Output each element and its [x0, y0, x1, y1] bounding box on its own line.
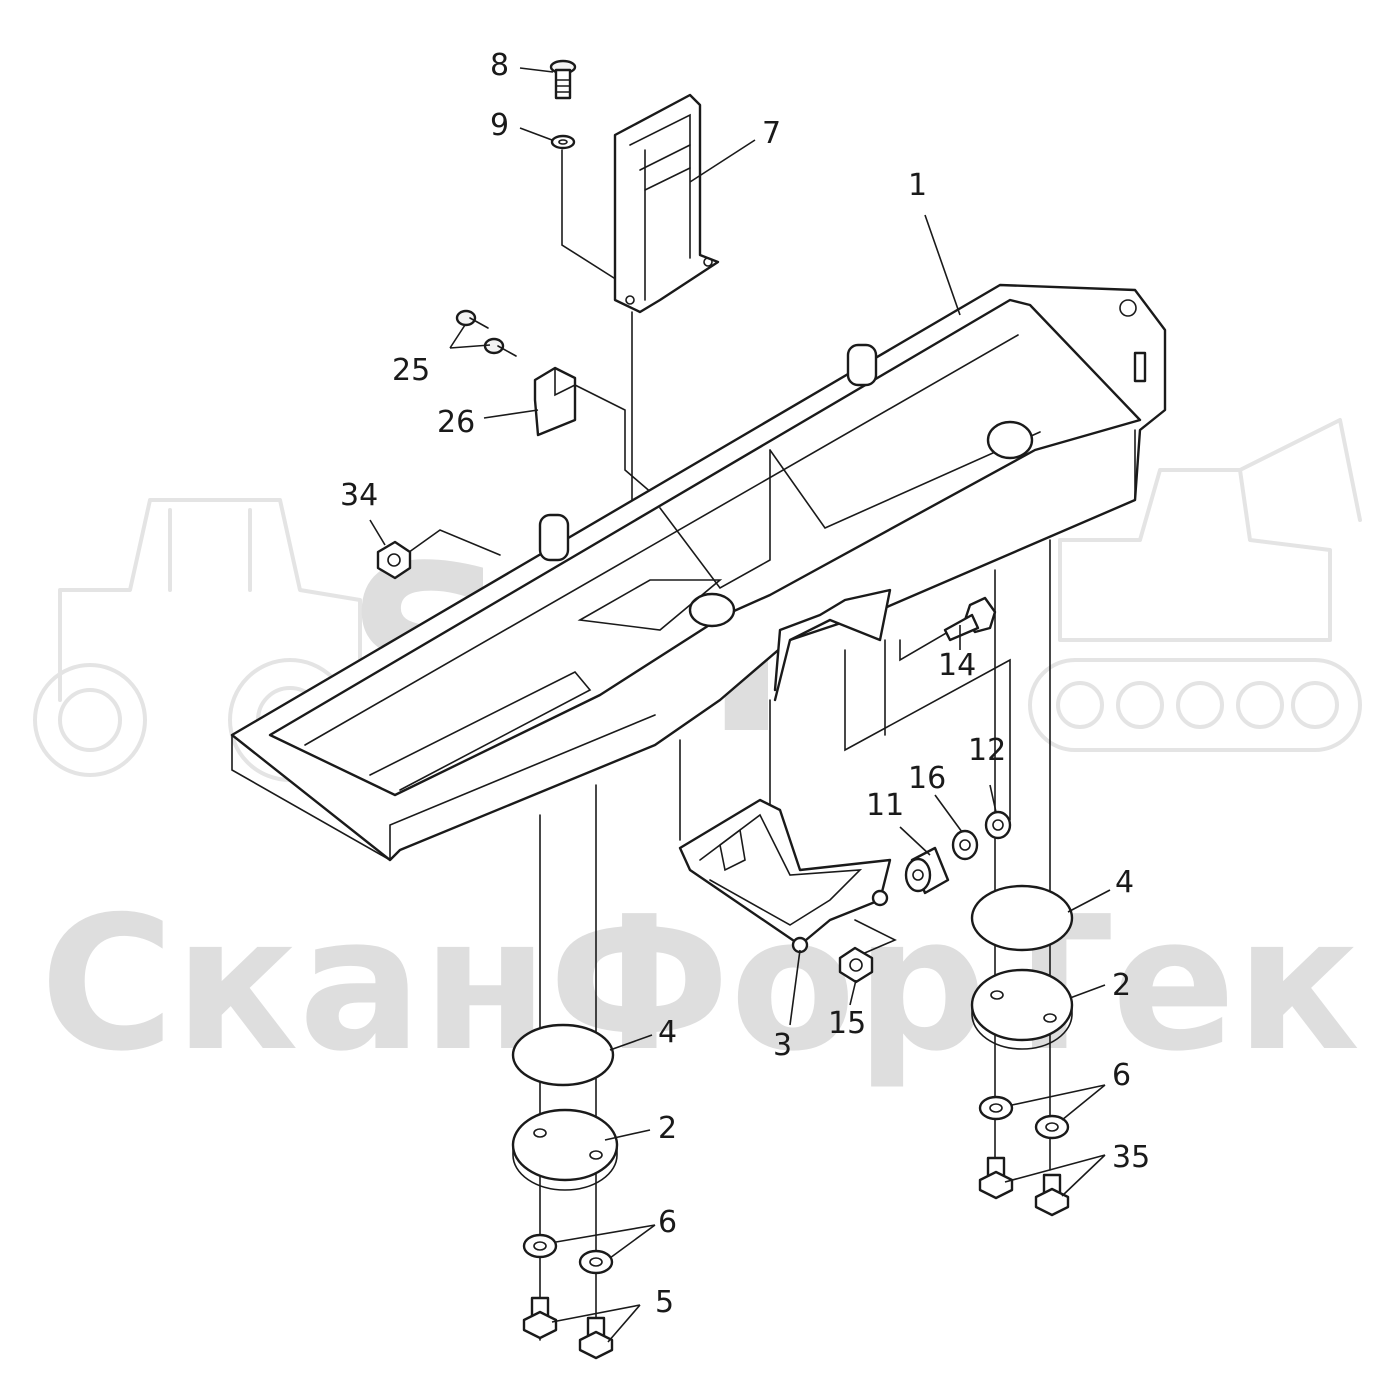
- callout-14: 14: [938, 648, 976, 683]
- callout-labels: 8 9 7 1 25 26 34 14 16 12 11 4 2 3 15 4 …: [340, 48, 1150, 1320]
- callout-6-right: 6: [1112, 1058, 1131, 1093]
- part-5-bolts-left: [522, 1296, 614, 1360]
- callout-1: 1: [908, 168, 927, 203]
- part-12-washer: [984, 810, 1012, 840]
- callout-15: 15: [828, 1006, 866, 1041]
- callout-11: 11: [866, 788, 904, 823]
- part-7-bracket: [613, 93, 720, 314]
- part-16-washer: [951, 829, 979, 861]
- callout-35: 35: [1112, 1140, 1150, 1175]
- callout-16: 16: [908, 761, 946, 796]
- watermark-company: СканФорТек: [40, 876, 1360, 1092]
- part-26-lamp-plate: [533, 366, 577, 437]
- watermark-excavator-right: [1028, 418, 1362, 752]
- callout-12: 12: [968, 733, 1006, 768]
- part-3-cradle: [678, 798, 892, 954]
- callout-6-left: 6: [658, 1205, 677, 1240]
- part-4-oring-left: [511, 1023, 615, 1087]
- part-2-plate-left: [511, 1108, 619, 1191]
- part-2-plate-right: [970, 968, 1074, 1050]
- callout-2-left: 2: [658, 1111, 677, 1146]
- part-9-washer: [550, 134, 576, 150]
- callout-8: 8: [490, 48, 509, 83]
- callout-4-left: 4: [658, 1015, 677, 1050]
- part-8-bolt: [549, 59, 577, 100]
- part-6-washers-left: [522, 1233, 614, 1275]
- callout-3: 3: [773, 1028, 792, 1063]
- callout-leaders: [369, 67, 1111, 1343]
- callout-26: 26: [437, 405, 475, 440]
- part-6-washers-right: [978, 1095, 1070, 1140]
- part-4-oring-right: [970, 884, 1074, 952]
- part-1-main-frame: [230, 283, 1167, 862]
- part-11-bushing: [904, 846, 950, 895]
- callout-34: 34: [340, 478, 378, 513]
- part-34-nut: [376, 540, 412, 580]
- part-14-bolt: [943, 596, 997, 642]
- callout-5: 5: [655, 1285, 674, 1320]
- callout-2-right: 2: [1112, 968, 1131, 1003]
- part-15-nut: [838, 946, 874, 984]
- part-35-bolts-right: [978, 1156, 1070, 1217]
- callout-25: 25: [392, 353, 430, 388]
- callout-9: 9: [490, 108, 509, 143]
- part-25-screws: [455, 309, 517, 357]
- callout-7: 7: [762, 116, 781, 151]
- callout-4-right: 4: [1115, 865, 1134, 900]
